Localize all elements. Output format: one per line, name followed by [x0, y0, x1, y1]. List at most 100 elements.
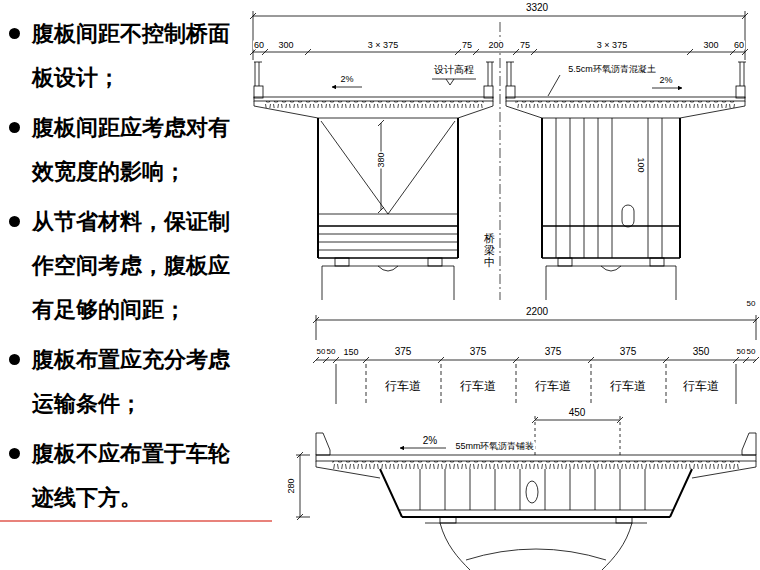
dimension-ticks	[313, 315, 759, 340]
stiffeners	[318, 234, 458, 250]
pier	[425, 523, 647, 570]
slope-label: 2%	[658, 76, 673, 85]
lane-edge	[336, 364, 736, 404]
bullet-item: 腹板不应布置于车轮迹线下方。	[9, 432, 271, 520]
bullet-text: 腹板间距不控制桥面板设计；	[32, 12, 232, 100]
dimension-line	[296, 452, 310, 520]
elevation-note: 设计高程	[433, 65, 475, 75]
bottom-dimensions	[296, 315, 759, 520]
bullet-list: 腹板间距不控制桥面板设计；腹板间距应考虑对有效宽度的影响；从节省材料，保证制作空…	[9, 12, 271, 526]
right-half-section	[506, 62, 746, 300]
deck-ribs	[515, 101, 736, 108]
dimension-text: 200	[487, 41, 504, 50]
lane-label: 行车道	[609, 380, 647, 392]
full-section	[316, 433, 756, 570]
slope-label: 2%	[422, 436, 438, 446]
bullet-item: 腹板布置应充分考虑运输条件；	[9, 338, 271, 426]
bullet-dot	[9, 354, 20, 365]
cross-bracing	[318, 121, 458, 214]
pier	[546, 266, 676, 300]
pier	[322, 266, 454, 300]
dimension-text: 3320	[525, 3, 549, 13]
bullet-text: 从节省材料，保证制作空间考虑，腹板应有足够的间距；	[32, 200, 232, 332]
dimension-line	[316, 320, 756, 321]
railing	[254, 62, 494, 86]
curb	[736, 86, 745, 98]
deck-plate	[254, 97, 493, 101]
bottom-flange	[318, 226, 458, 258]
dimension-line	[253, 52, 745, 53]
cantilever-underside	[506, 101, 745, 118]
dimension-text: 300	[277, 41, 294, 50]
dimension-text: 280	[287, 477, 296, 494]
lane-label: 行车道	[459, 380, 497, 392]
bullet-text: 腹板布置应充分考虑运输条件；	[32, 338, 232, 426]
lane-divider	[366, 364, 666, 404]
centerline-label: 桥梁中	[484, 232, 495, 268]
dimension-ticks	[313, 357, 759, 363]
dimension-text: 450	[568, 408, 587, 418]
dimension-text: 50	[326, 348, 337, 356]
left-half-section	[254, 62, 494, 300]
manhole	[526, 481, 538, 503]
bearing	[558, 258, 572, 266]
curb	[254, 86, 263, 98]
bullet-item: 腹板间距不控制桥面板设计；	[9, 12, 271, 100]
stiffeners	[420, 469, 645, 510]
pavement-note: 5.5cm环氧沥青混凝土	[567, 65, 657, 74]
web	[318, 118, 458, 258]
stiffeners	[556, 118, 662, 258]
dimension-text: 3 × 375	[367, 41, 399, 50]
bullet-text: 腹板间距应考虑对有效宽度的影响；	[32, 106, 232, 194]
dimension-text: 150	[342, 348, 359, 357]
bottom-flange	[398, 510, 674, 511]
dimension-text: 50	[746, 300, 757, 308]
barrier	[316, 433, 330, 455]
top-dimensions	[250, 11, 748, 60]
dimension-text: 375	[619, 347, 638, 357]
dimension-text: 50	[746, 348, 757, 356]
dimension-text: 100	[636, 156, 645, 173]
centerline	[500, 22, 501, 300]
barrier	[742, 433, 756, 455]
curb	[506, 86, 515, 98]
dimension-text: 3 × 375	[596, 41, 628, 50]
railing	[506, 62, 746, 86]
bearing	[440, 517, 456, 523]
dimension-text: 350	[692, 347, 711, 357]
dimension-ticks	[250, 49, 748, 55]
cantilever-underside	[254, 101, 493, 118]
curb	[484, 86, 493, 98]
slope-arrow	[332, 87, 362, 88]
pavement-note: 55mm环氧沥青铺装	[454, 442, 535, 451]
dimension-ticks	[250, 11, 748, 60]
manhole	[622, 205, 634, 227]
dimension-text: 2200	[525, 307, 549, 317]
bullet-dot	[9, 448, 20, 459]
bearing	[616, 517, 632, 523]
bearing	[335, 258, 349, 266]
web	[380, 469, 692, 517]
dimension-text: 380	[377, 151, 386, 168]
dimension-text: 60	[253, 41, 265, 50]
slope-label: 2%	[339, 75, 354, 84]
bullet-dot	[9, 28, 20, 39]
bullet-dot	[9, 216, 20, 227]
dimension-line	[316, 360, 756, 361]
deck-plate	[316, 455, 756, 461]
elevation-mark	[432, 79, 476, 85]
dimension-text: 375	[469, 347, 488, 357]
leader-line	[548, 75, 560, 96]
bullet-item: 腹板间距应考虑对有效宽度的影响；	[9, 106, 271, 194]
dimension-text: 60	[733, 41, 745, 50]
dimension-text: 375	[394, 347, 413, 357]
dimension-text: 75	[519, 41, 531, 50]
dimension-text: 75	[461, 41, 473, 50]
web	[542, 118, 680, 258]
dimension-line	[535, 420, 620, 421]
wheel-line	[535, 416, 620, 455]
bullet-text: 腹板不应布置于车轮迹线下方。	[32, 432, 232, 520]
bottom-flange	[542, 226, 680, 258]
deck-ribs	[263, 101, 484, 108]
